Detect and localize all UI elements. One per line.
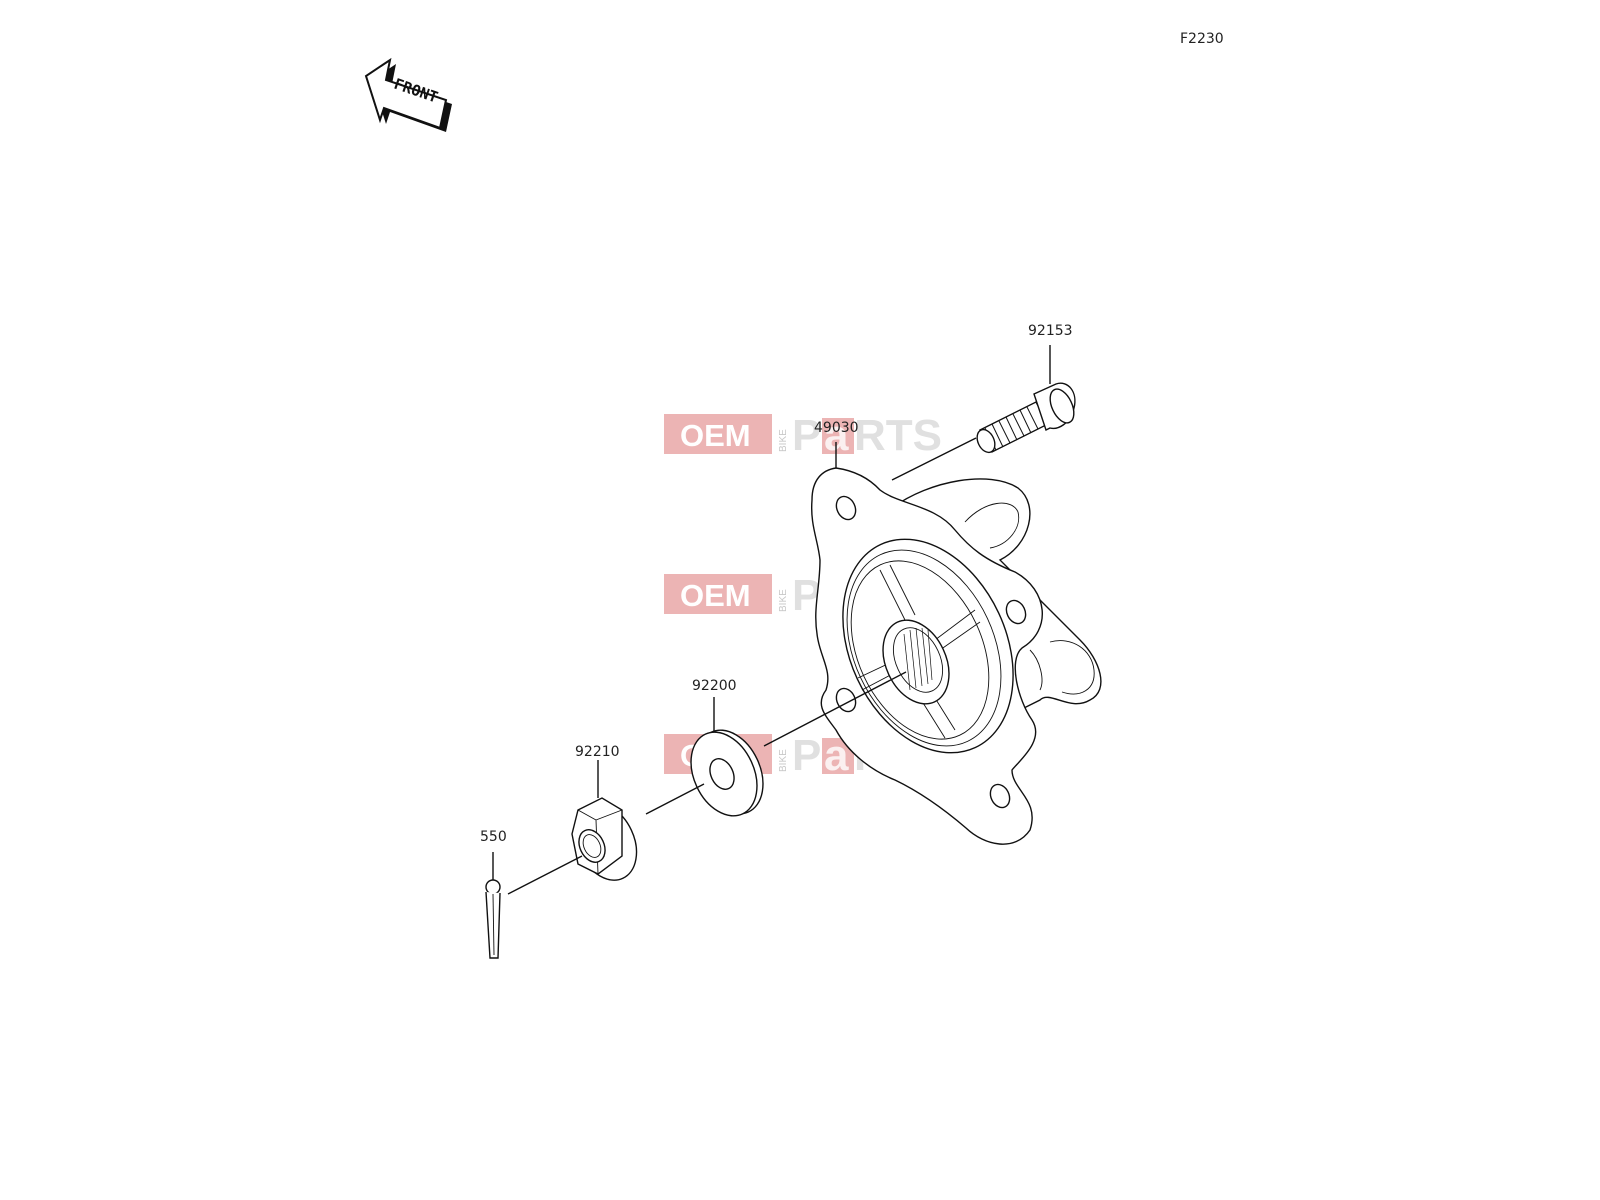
svg-text:BIKE: BIKE: [778, 429, 789, 452]
svg-text:OEM: OEM: [680, 418, 751, 453]
svg-text:P: P: [792, 411, 821, 460]
leader-lines: [492, 345, 1051, 895]
part-number-92200: 92200: [692, 678, 737, 694]
part-number-550: 550: [480, 829, 507, 845]
stud-bolt-drawing: [976, 382, 1076, 454]
svg-text:BIKE: BIKE: [778, 749, 789, 772]
figure-code: F2230: [1180, 31, 1224, 47]
part-number-92153: 92153: [1028, 323, 1073, 339]
part-number-92210: 92210: [575, 744, 620, 760]
svg-text:RTS: RTS: [854, 411, 942, 460]
cotter-pin-drawing: [485, 879, 501, 959]
front-arrow-icon: FRONT: [364, 57, 452, 132]
svg-text:OEM: OEM: [680, 578, 751, 613]
washer-drawing: [690, 729, 764, 817]
nut-drawing: [571, 797, 638, 881]
svg-text:P: P: [792, 731, 821, 780]
hub-drawing: [810, 467, 1102, 845]
svg-text:BIKE: BIKE: [778, 589, 789, 612]
part-number-49030: 49030: [814, 420, 859, 436]
